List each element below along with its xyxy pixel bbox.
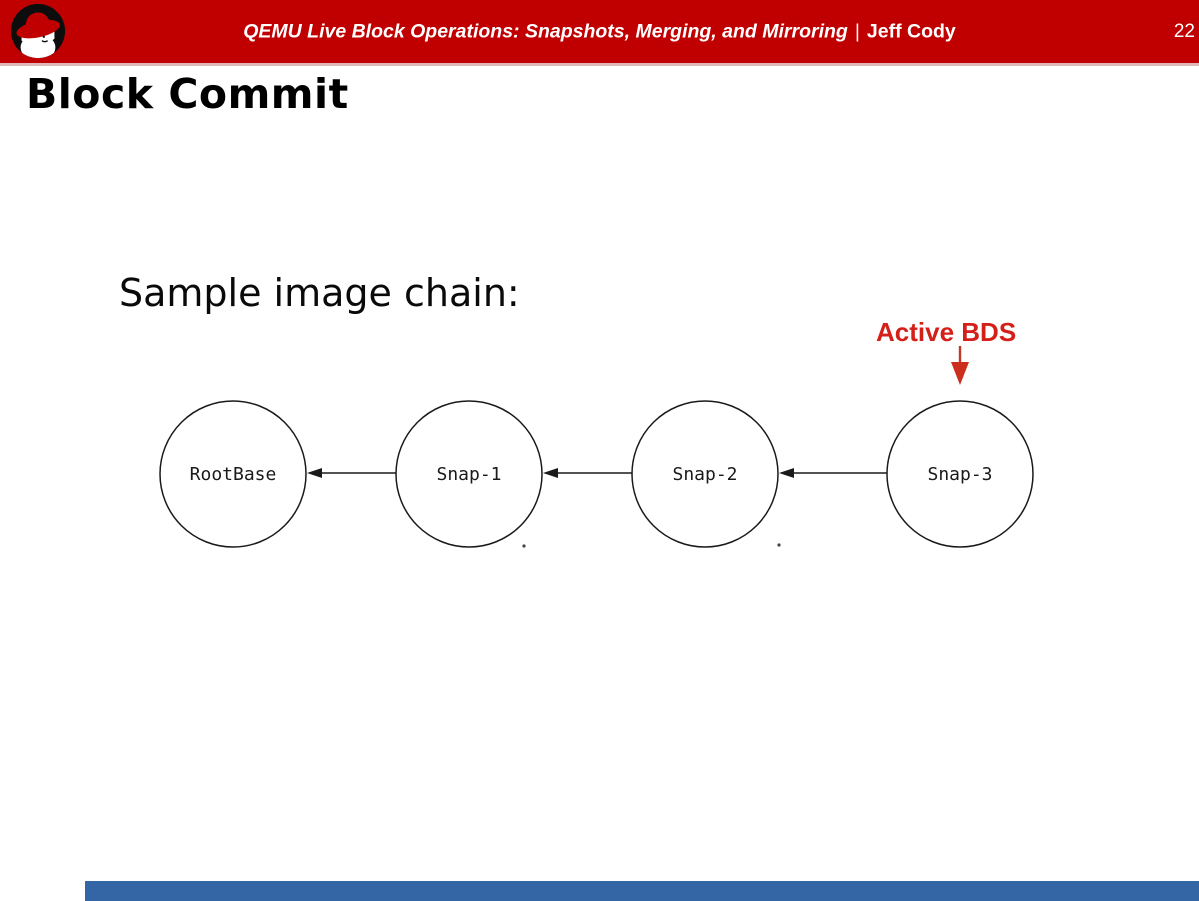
node-snap-1-label: Snap-1 [436, 464, 501, 485]
node-rootbase-label: RootBase [190, 464, 277, 485]
active-bds-label: Active BDS [876, 317, 1017, 347]
redhat-shadowman-logo-icon [10, 3, 66, 59]
title-author-divider: | [854, 20, 860, 42]
active-bds-arrow-icon [951, 346, 969, 385]
node-rootbase: RootBase [159, 400, 307, 548]
presentation-title: QEMU Live Block Operations: Snapshots, M… [243, 20, 956, 43]
edge-arrow-snap1-to-rootbase [307, 468, 396, 478]
horizontal-scrollbar-thumb[interactable] [85, 881, 1199, 901]
node-snap-2: Snap-2 [631, 400, 779, 548]
presentation-title-text: QEMU Live Block Operations: Snapshots, M… [243, 20, 848, 42]
speck-dot [777, 543, 781, 547]
presentation-author: Jeff Cody [866, 20, 956, 42]
node-snap-3: Snap-3 [886, 400, 1034, 548]
node-snap-3-label: Snap-3 [927, 464, 992, 485]
header-bar: QEMU Live Block Operations: Snapshots, M… [0, 0, 1199, 63]
node-snap-2-label: Snap-2 [672, 464, 737, 485]
edge-arrow-snap3-to-snap2 [779, 468, 887, 478]
edge-arrow-snap2-to-snap1 [543, 468, 632, 478]
header-separator-line [0, 63, 1199, 66]
body-text: Sample image chain: [119, 271, 520, 315]
slide-title: Block Commit [26, 70, 349, 118]
horizontal-scrollbar[interactable] [0, 881, 1199, 901]
node-snap-1: Snap-1 [395, 400, 543, 548]
speck-dot [522, 544, 526, 548]
page-number: 22 [1173, 20, 1195, 42]
